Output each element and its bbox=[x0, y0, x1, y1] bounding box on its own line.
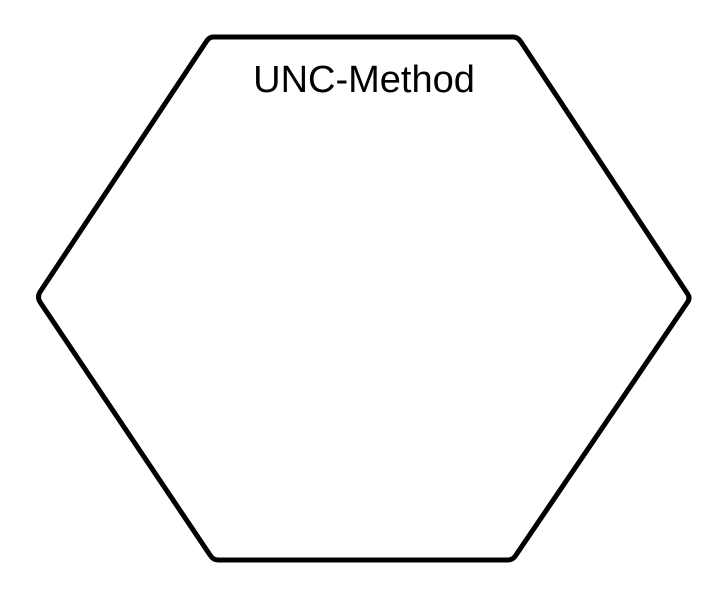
hexagon-label: UNC-Method bbox=[253, 59, 475, 101]
hexagon-shape bbox=[36, 34, 692, 563]
